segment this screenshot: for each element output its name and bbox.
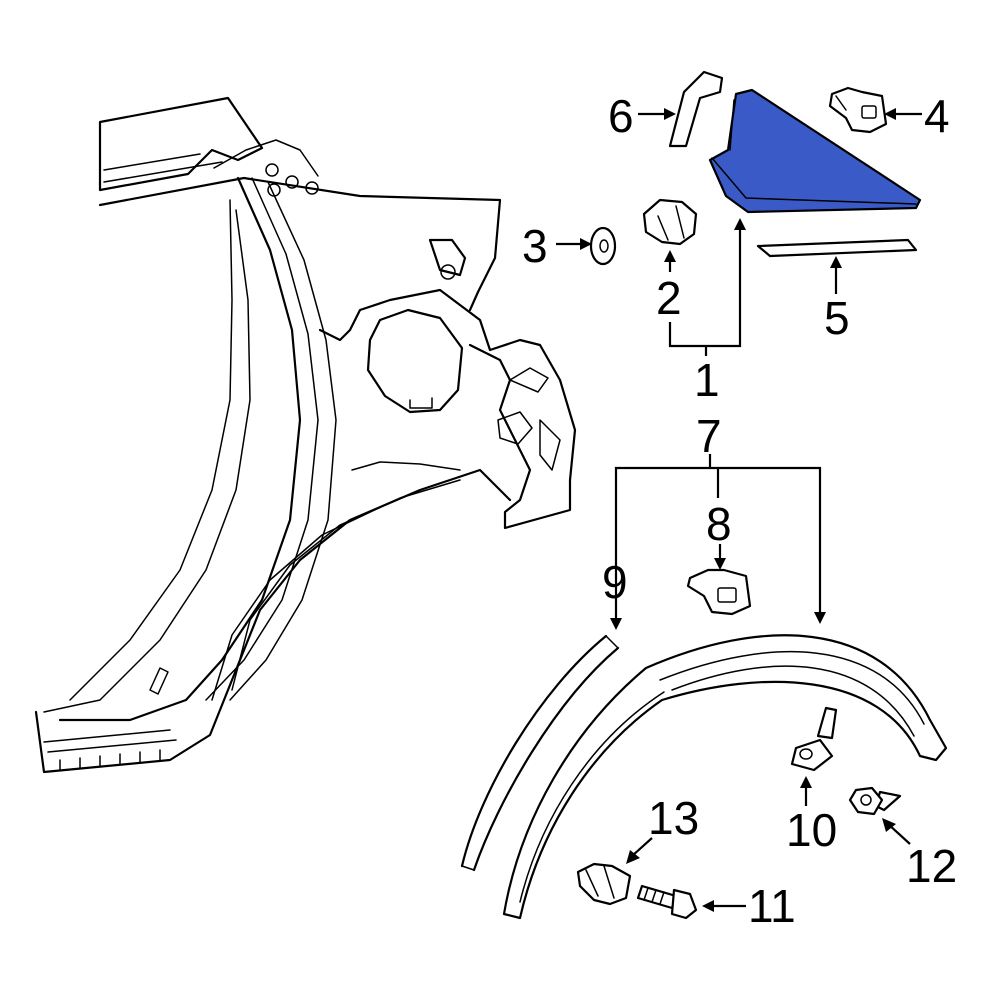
part-4-clip [828,86,888,134]
callout-7: 7 [696,410,722,462]
callout-12: 12 [906,840,957,892]
callout-2: 2 [656,272,682,324]
quarter-panel-illustration [34,96,577,774]
callout-3: 3 [522,220,548,272]
part-7-wheel-arch-molding [502,634,948,920]
part-5-molding [756,238,918,258]
leader-lines [556,108,922,912]
part-8-clip [686,568,752,616]
part-6-seal [668,70,724,148]
part-11-bolt [636,884,698,920]
part-9-seal-strip [460,634,620,872]
callout-11: 11 [748,880,796,932]
part-1-garnish-panel[interactable] [708,88,922,214]
part-12-bolt [848,786,902,816]
part-10-screw [790,706,838,772]
part-13-clip [576,862,632,906]
callout-5: 5 [824,292,850,344]
callout-8: 8 [706,498,732,550]
callout-13: 13 [648,792,699,844]
callout-6: 6 [608,90,634,142]
part-3-washer [589,226,617,266]
callout-4: 4 [924,90,950,142]
part-2-nut [642,198,698,246]
callout-10: 10 [786,804,837,856]
callout-9: 9 [602,556,628,608]
callout-1: 1 [694,354,720,406]
callout-labels: 6 4 3 2 5 1 7 8 9 13 10 12 11 [522,90,957,932]
